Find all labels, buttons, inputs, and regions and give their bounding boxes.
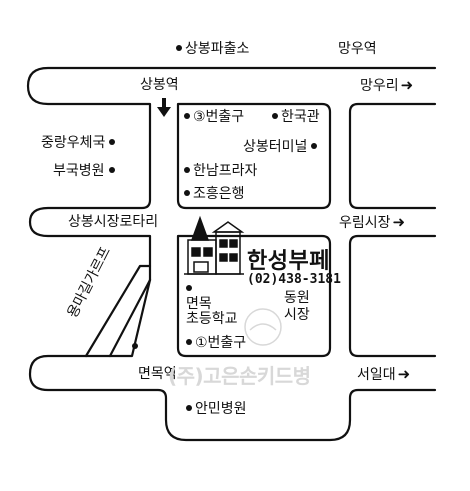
road-block-lower [176,234,332,358]
label-police-box: 상봉파출소 [176,41,249,57]
label-seoil-univ: 서일대➜ [357,365,411,383]
label-jungnang-post: 중랑우체국 [41,135,116,151]
dot-icon [132,343,138,349]
building-icon [184,215,245,275]
label-dongwon-market: 동원 시장 [284,290,310,323]
road-top-right [348,102,437,210]
label-exit1: ①번출구 [186,335,246,351]
label-mangu-station-top: 망우역 [338,41,377,57]
road-inner-vertical-left [176,102,332,210]
right-arrow-icon: ➜ [392,213,406,231]
dot-icon [186,285,192,291]
label-sangbong-station: 상봉역 [140,77,179,93]
right-arrow-icon: ➜ [397,365,411,383]
label-hanguk-gwan: 한국관 [272,109,320,125]
label-joheung-bank: 조흥은행 [184,186,245,202]
dot-icon [186,405,192,411]
label-mongmok-school: 면목 초등학교 [186,282,238,327]
dot-icon [186,339,192,345]
right-arrow-icon: ➜ [400,76,414,94]
dot-icon [184,190,190,196]
label-exit3: ③번출구 [184,109,244,125]
dot-icon [184,167,190,173]
dot-icon [311,143,318,149]
dot-icon [176,45,182,51]
label-mongmok-station: 면목역 [138,366,177,382]
watermark-text: (주)고은손키드병 [168,364,311,388]
dot-icon [109,139,116,145]
label-hannam-plaza: 한남프라자 [184,163,257,179]
watermark-logo [244,308,282,346]
label-bu-hospital: 부국병원 [53,163,115,179]
shop-phone: (02)438-3181 [247,272,341,287]
road-bottom [28,278,437,442]
down-arrow-icon [157,98,171,117]
road-top [26,66,437,282]
label-market-rotary: 상봉시장로타리 [68,214,159,230]
label-mangu-ri: 망우리➜ [360,76,414,94]
label-sangbong-terminal: 상봉터미널 [243,139,318,155]
road-mid-right [348,234,437,358]
dot-icon [184,113,190,119]
dot-icon [108,167,115,173]
shop-name: 한성부페 [247,249,330,274]
label-anmin-hospital: 안민병원 [186,401,247,417]
road-diagonal [84,264,152,358]
dot-icon [272,113,278,119]
label-urim-market: 우림시장➜ [339,213,406,231]
